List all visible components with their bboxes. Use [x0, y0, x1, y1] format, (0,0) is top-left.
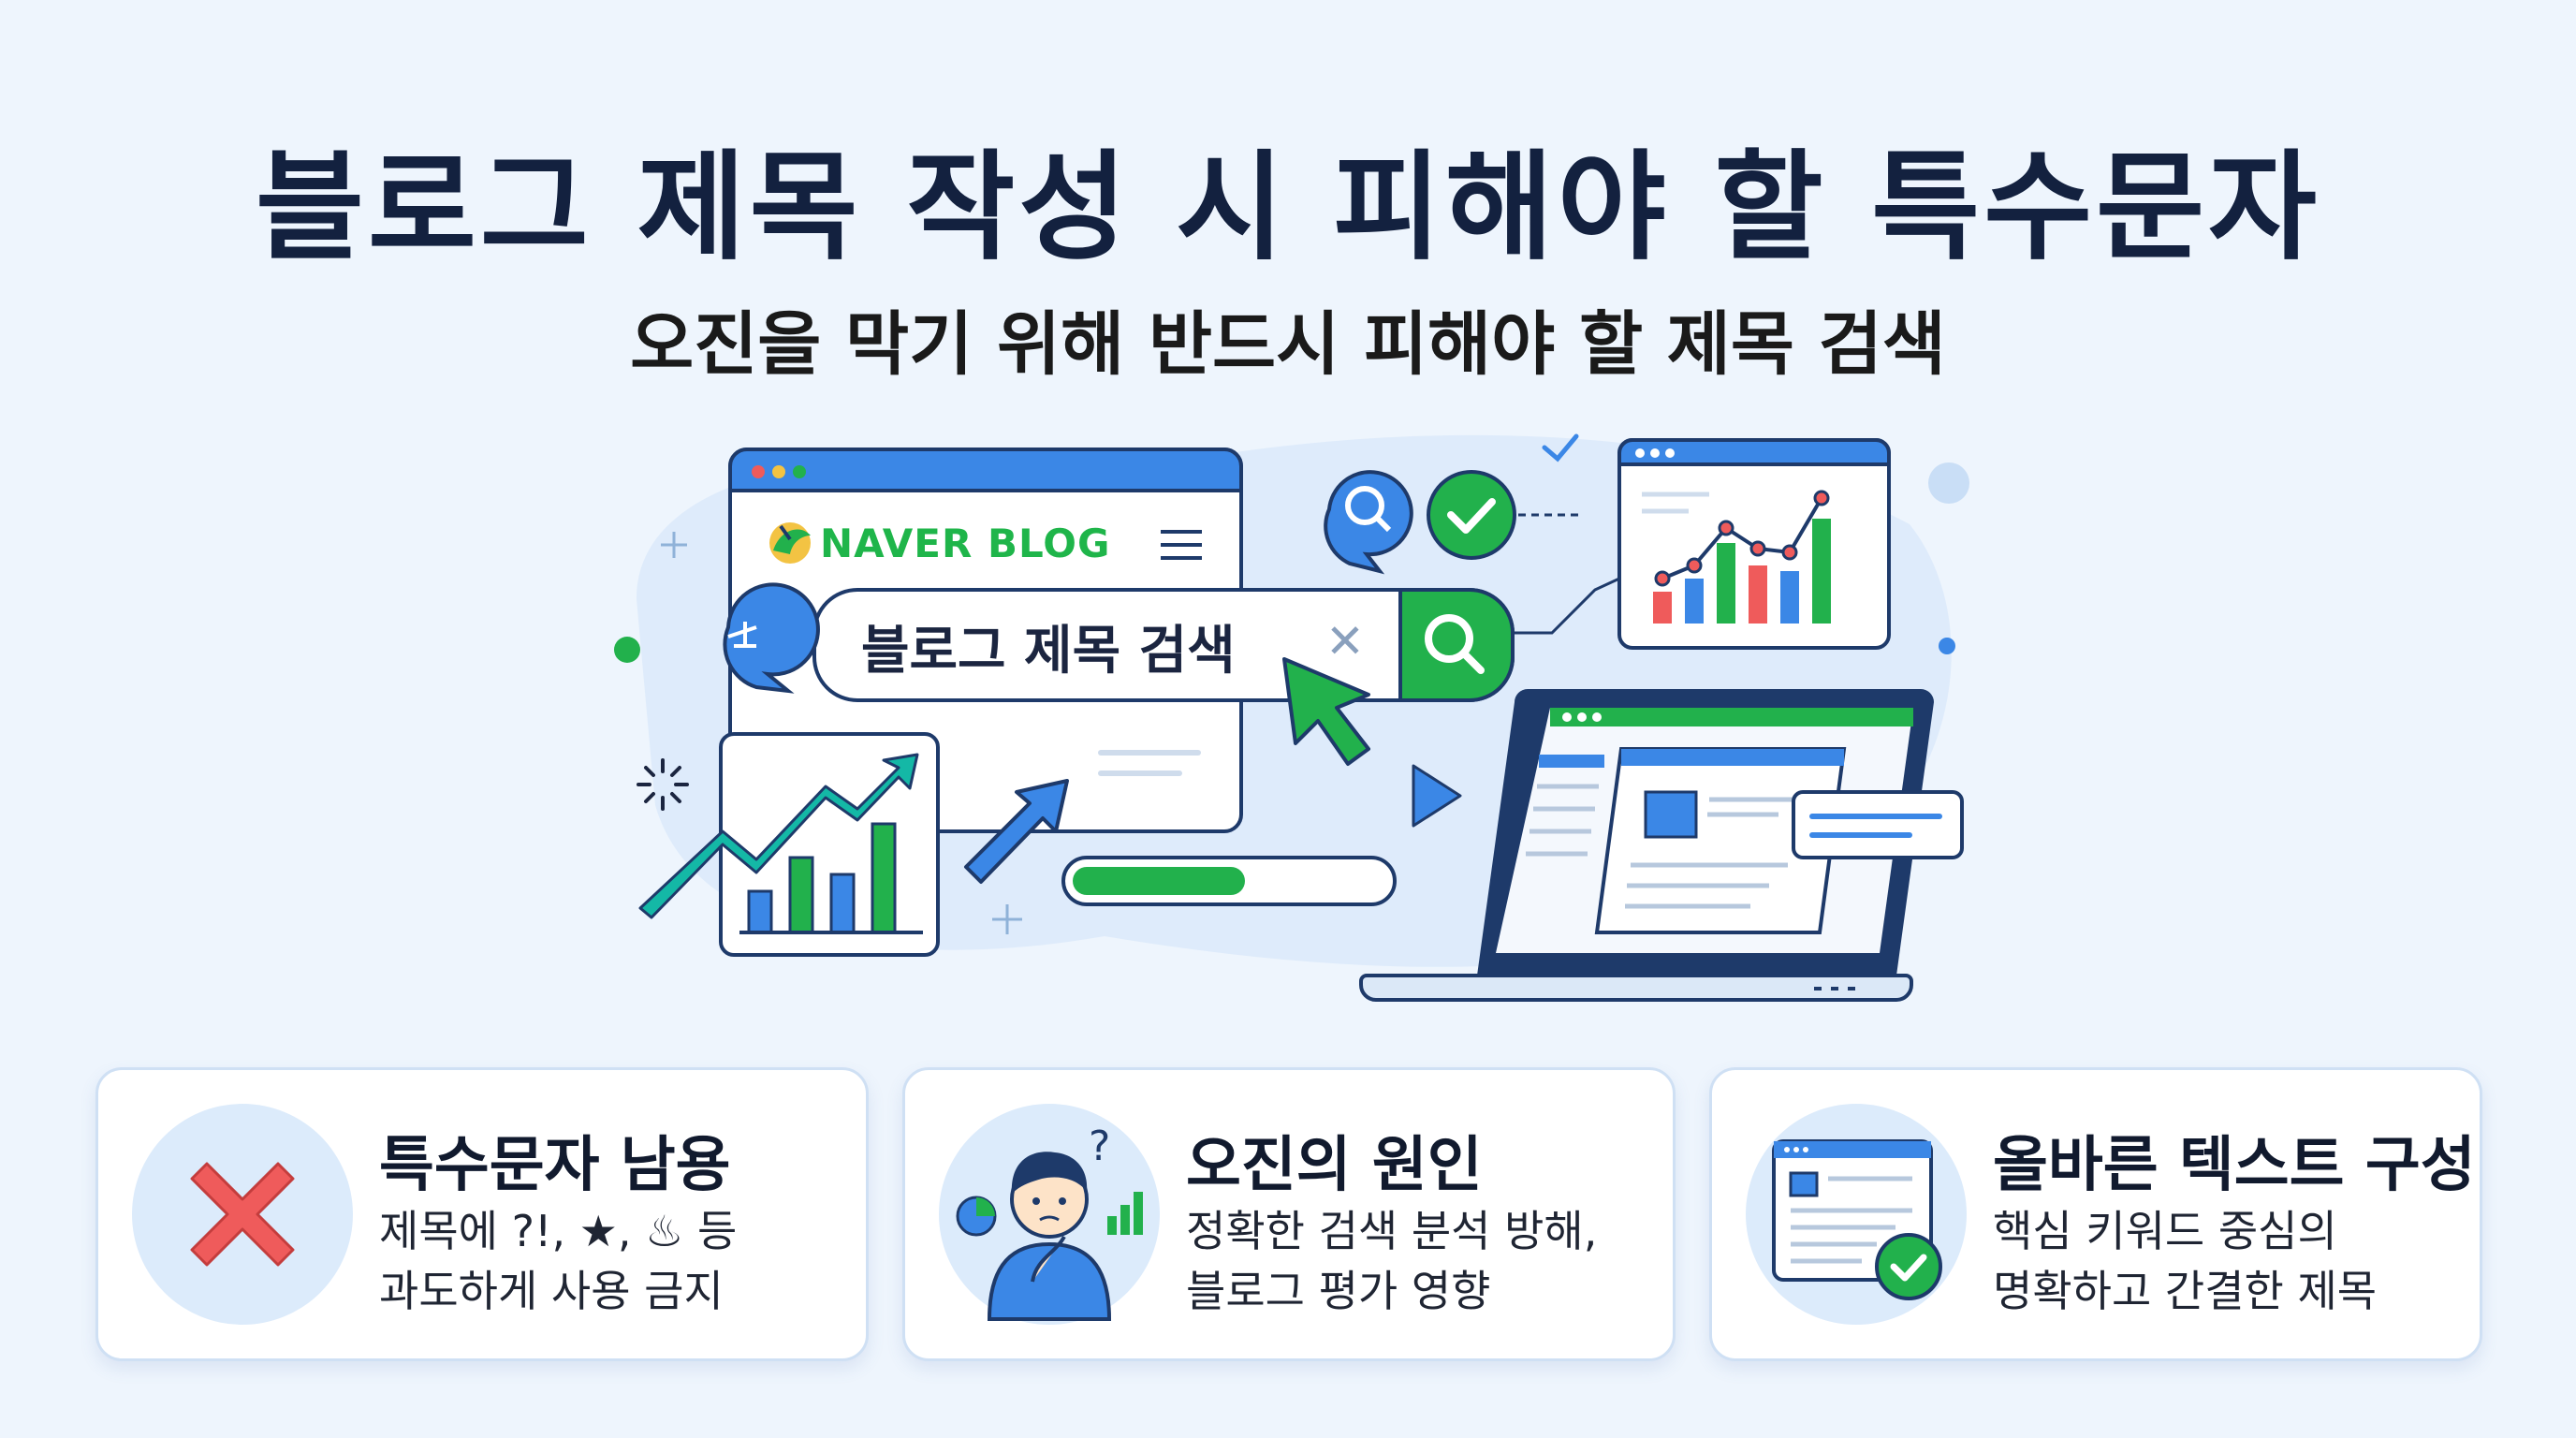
svg-text:?: ? [1089, 1123, 1110, 1170]
card-title: 오진의 원인 [1186, 1131, 1483, 1200]
play-icon [1412, 764, 1462, 828]
card-line: 핵심 키워드 중심의 [1993, 1206, 2337, 1256]
blue-arrow-icon [964, 779, 1069, 884]
search-icon [1425, 614, 1485, 674]
document-check-icon [1772, 1139, 1942, 1300]
progress-fill [1073, 867, 1245, 895]
search-query[interactable]: 블로그 제목 검색 [861, 621, 1236, 682]
card-proper-text: 올바른 텍스트 구성 핵심 키워드 중심의 명확하고 간결한 제목 [1709, 1067, 2482, 1361]
card-misdiagnosis-cause: ? 오진의 원인 정확한 검색 분석 방해, 블로그 평가 영향 [902, 1067, 1676, 1361]
page-title: 블로그 제목 작성 시 피해야 할 특수문자 [256, 139, 2320, 276]
card-description: 핵심 키워드 중심의 명확하고 간결한 제목 [1993, 1201, 2470, 1321]
chat-bubble-icon [723, 582, 820, 694]
page-subtitle: 오진을 막기 위해 반드시 피해야 할 제목 검색 [630, 304, 1946, 385]
checkmark-small-icon [1542, 433, 1579, 462]
card-line: 과도하게 사용 금지 [379, 1266, 724, 1316]
card-badge: ? [939, 1104, 1160, 1325]
search-bubble-icon [1324, 470, 1413, 575]
hero-graphic [614, 433, 1969, 1002]
card-line: 명확하고 간결한 제목 [1993, 1266, 2378, 1316]
clear-icon[interactable]: ✕ [1325, 614, 1365, 668]
green-dot [614, 637, 640, 663]
menu-icon [1161, 530, 1202, 560]
floating-panel [1792, 790, 1964, 859]
hero-illustration: NAVER BLOG 블로그 제목 검색 ✕ [580, 412, 2003, 1011]
brand-logo-text: NAVER BLOG [820, 521, 1111, 566]
page-lines [1098, 750, 1201, 776]
sparkle-icon [661, 532, 1022, 934]
card-special-char-abuse: 특수문자 남용 제목에 ?!, ★, ♨ 등 과도하게 사용 금지 [95, 1067, 869, 1361]
card-title: 특수문자 남용 [379, 1131, 731, 1200]
burst-icon [637, 758, 689, 811]
trend-arrow-icon [638, 753, 919, 919]
card-title: 올바른 텍스트 구성 [1993, 1131, 2476, 1200]
naver-logo-icon [769, 522, 811, 564]
check-circle-icon [1427, 470, 1578, 560]
thinking-person-icon: ? [956, 1123, 1143, 1321]
card-description: 제목에 ?!, ★, ♨ 등 과도하게 사용 금지 [379, 1201, 856, 1321]
bubble-dot [1928, 462, 1969, 504]
card-line: 정확한 검색 분석 방해, [1186, 1206, 1598, 1256]
card-badge [132, 1104, 353, 1325]
blue-dot [1939, 638, 1955, 654]
card-line: 블로그 평가 영향 [1186, 1266, 1491, 1316]
red-x-icon [190, 1162, 295, 1267]
search-button [1398, 588, 1515, 702]
card-badge [1746, 1104, 1967, 1325]
cursor-icon [1282, 657, 1370, 766]
card-description: 정확한 검색 분석 방해, 블로그 평가 영향 [1186, 1201, 1663, 1321]
card-line: 제목에 ?!, ★, ♨ 등 [379, 1206, 738, 1256]
